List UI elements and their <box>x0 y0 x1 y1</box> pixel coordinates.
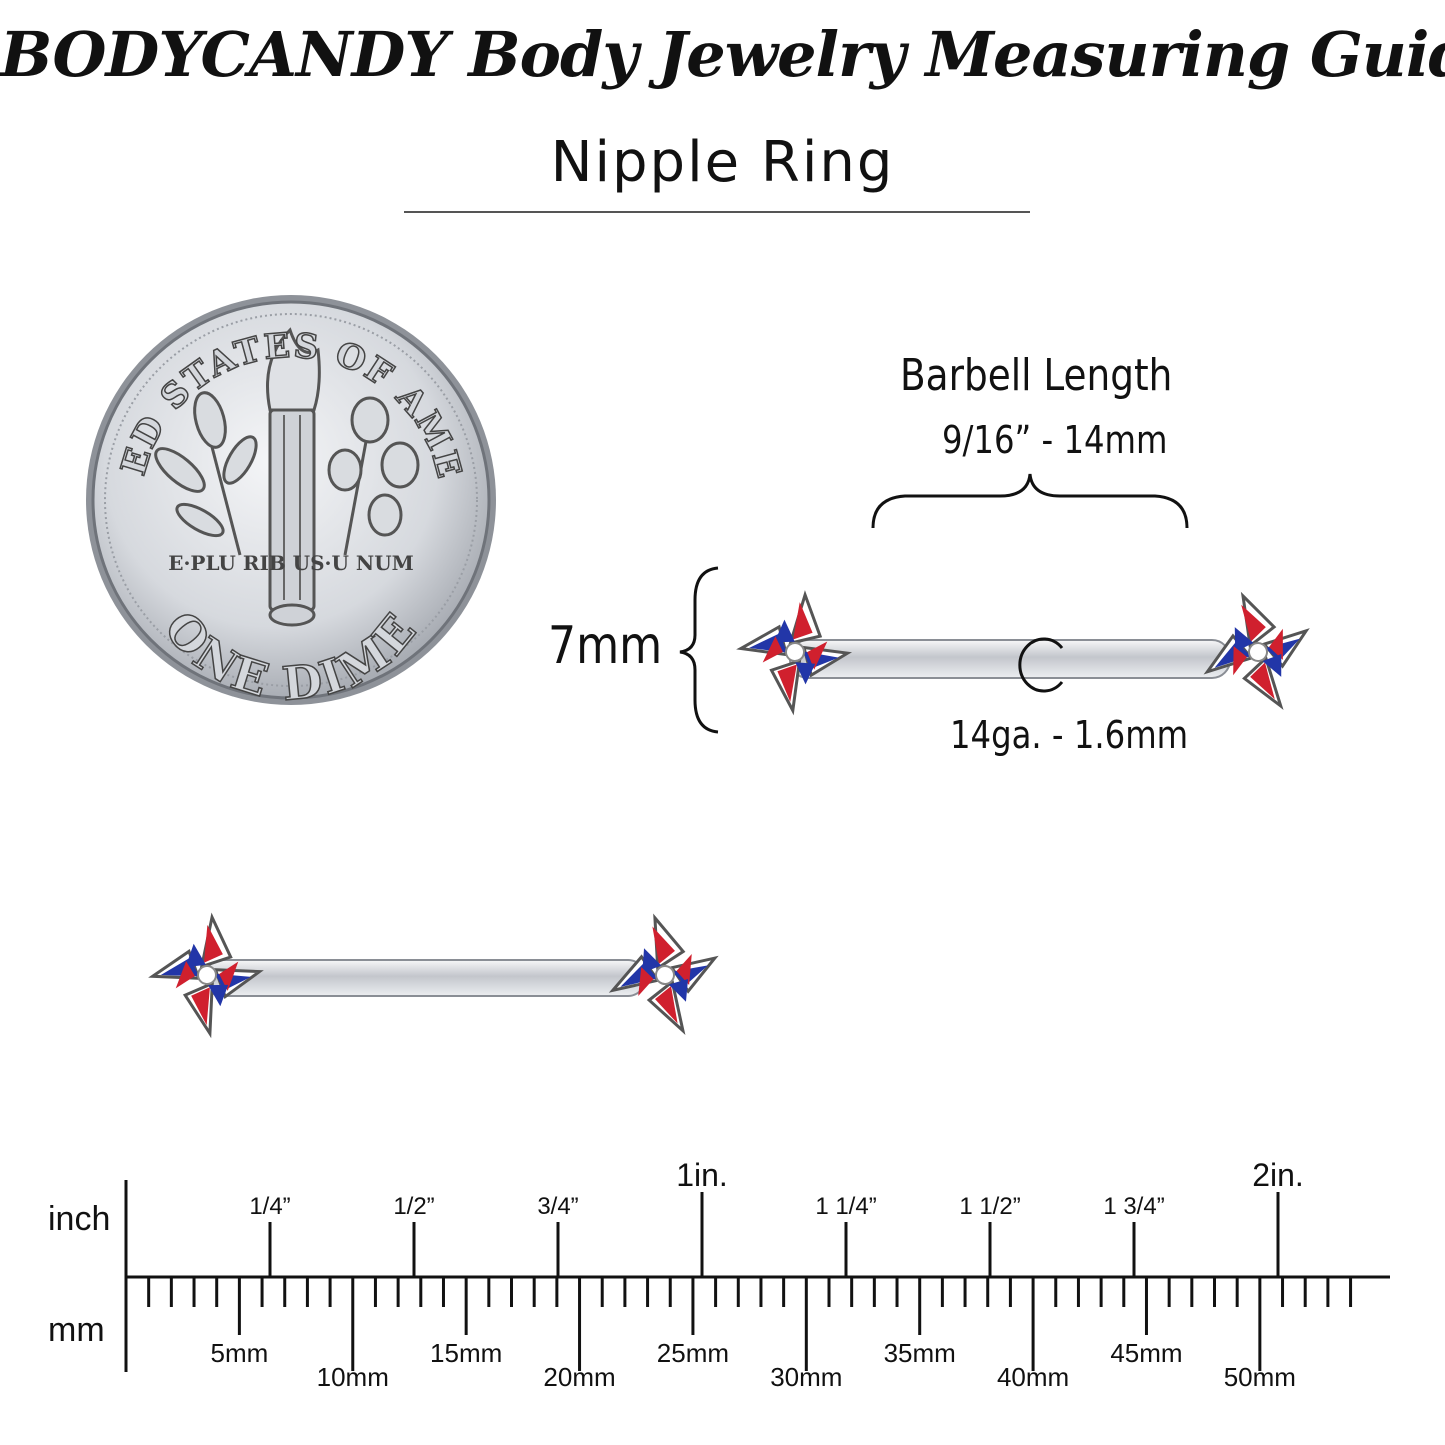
ruler-inch-label: inch <box>48 1200 110 1238</box>
barbell-diagram <box>730 581 1325 724</box>
inch-tick-label: 1 3/4” <box>1103 1193 1164 1220</box>
ruler: inch mm 1/4” 1/2” 3/4” 1in. 1 1/4” 1 1/2” 1 3/… <box>48 1157 1390 1392</box>
dime-coin: UNITED STATES OF AMERICA E·PLU RIB US·U … <box>0 0 496 712</box>
product-type-title: Nipple Ring <box>550 130 895 195</box>
mm-tick-label: 15mm <box>430 1338 502 1368</box>
mm-tick-label: 50mm <box>1224 1362 1296 1392</box>
inch-tick-label: 1 1/4” <box>815 1193 876 1220</box>
gauge-value: 14ga. - 1.6mm <box>950 713 1189 757</box>
mm-tick-label: 25mm <box>657 1338 729 1368</box>
inch-tick-label: 1/2” <box>393 1193 434 1220</box>
mm-tick-label: 20mm <box>543 1362 615 1392</box>
barbell-photo <box>146 907 728 1043</box>
barbell-length-bracket <box>871 473 1189 529</box>
inch-tick-label: 1 1/2” <box>959 1193 1020 1220</box>
inch-tick-label: 3/4” <box>537 1193 578 1220</box>
end-height-value: 7mm <box>548 616 663 676</box>
mm-tick-label: 45mm <box>1110 1338 1182 1368</box>
pinwheel-left <box>146 911 266 1039</box>
olive-branch-icon <box>154 391 258 556</box>
pinwheel-end-left <box>730 584 858 720</box>
mm-tick-label: 10mm <box>317 1362 389 1392</box>
mm-tick-label: 5mm <box>210 1338 268 1368</box>
inch-tick-label: 1/4” <box>249 1193 290 1220</box>
torch-icon <box>266 327 321 627</box>
height-bracket <box>679 566 719 734</box>
oak-branch-icon <box>327 396 420 556</box>
barbell-length-label: Barbell Length <box>900 350 1173 401</box>
barbell-length-value: 9/16” - 14mm <box>942 418 1168 462</box>
mm-tick-label: 30mm <box>770 1362 842 1392</box>
coin-motto: E·PLU RIB US·U NUM <box>168 551 414 575</box>
mm-tick-label: 35mm <box>884 1338 956 1368</box>
guide-title: BODYCANDY Body Jewelry Measuring Guide <box>0 18 1445 91</box>
inch-tick-label: 1in. <box>676 1157 728 1193</box>
gauge-indicator-arc <box>1018 637 1064 693</box>
mm-tick-label: 40mm <box>997 1362 1069 1392</box>
inch-tick-label: 2in. <box>1252 1157 1304 1193</box>
title-underline <box>404 211 1030 213</box>
ruler-mm-label: mm <box>48 1311 105 1349</box>
